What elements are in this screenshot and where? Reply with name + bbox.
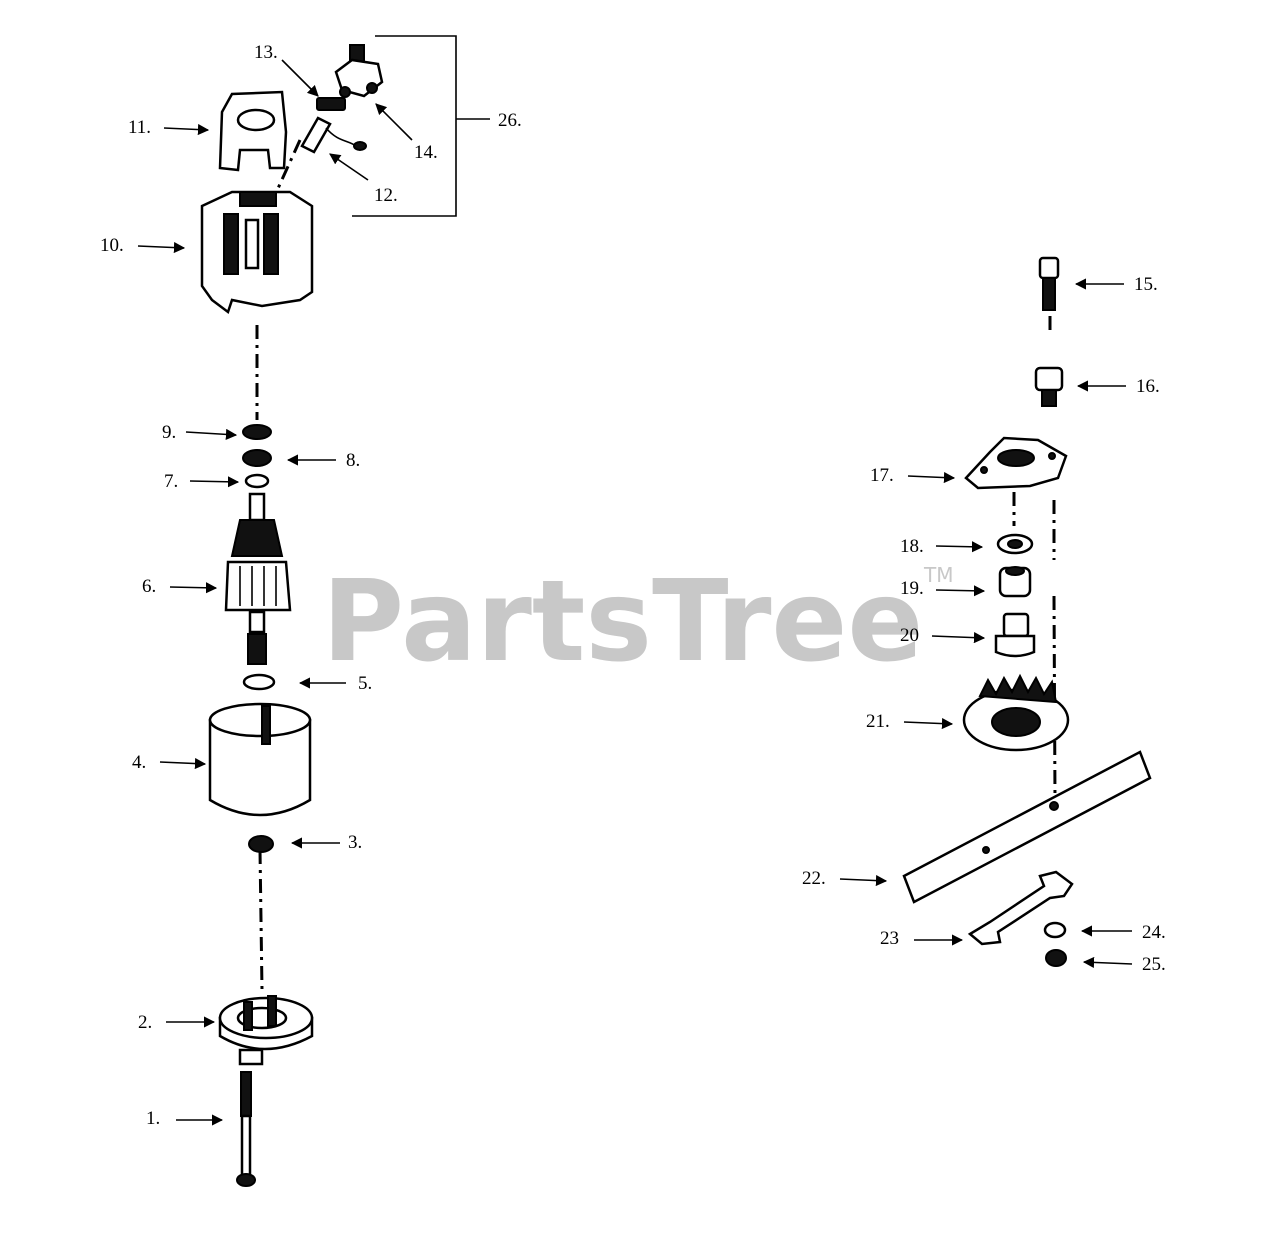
callout-13: 13. <box>254 42 278 63</box>
part-16-adapter <box>1034 366 1064 407</box>
bracket-26 <box>352 35 490 217</box>
part-19-spacer <box>998 566 1032 598</box>
watermark-text: PartsTree <box>322 557 923 687</box>
part-8-washer <box>242 449 272 467</box>
callout-3: 3. <box>348 832 362 853</box>
callout-19: 19. <box>900 578 924 599</box>
part-21-blade-adapter <box>962 673 1070 752</box>
part-5-washer <box>242 673 276 691</box>
part-23-stiffener <box>967 870 1074 946</box>
part-1-through-bolt <box>236 1071 256 1187</box>
callout-23: 23 <box>880 928 899 949</box>
callout-16: 16. <box>1136 376 1160 397</box>
callout-9: 9. <box>162 422 176 443</box>
part-13-clip <box>316 97 346 111</box>
callout-26: 26. <box>498 110 522 131</box>
part-17-mounting-flange <box>964 436 1068 526</box>
brush-axis <box>273 139 302 196</box>
callout-2: 2. <box>138 1012 152 1033</box>
callout-20: 20 <box>900 625 919 646</box>
part-20-hub <box>994 612 1036 658</box>
part-2-end-housing <box>218 995 314 1066</box>
callout-24: 24. <box>1142 922 1166 943</box>
callout-1: 1. <box>146 1108 160 1129</box>
callout-21: 21. <box>866 711 890 732</box>
callout-25: 25. <box>1142 954 1166 975</box>
motor-axis <box>258 849 264 991</box>
callout-7: 7. <box>164 471 178 492</box>
part-7-thrust-washer <box>244 473 270 489</box>
part-6-armature <box>224 492 292 665</box>
part-22-blade <box>902 750 1152 904</box>
callout-15: 15. <box>1134 274 1158 295</box>
callout-14: 14. <box>414 142 438 163</box>
callout-17: 17. <box>870 465 894 486</box>
callout-12: 12. <box>374 185 398 206</box>
part-3-washer <box>248 835 274 853</box>
callout-18: 18. <box>900 536 924 557</box>
part-11-end-cap <box>218 90 288 172</box>
callout-22: 22. <box>802 868 826 889</box>
part-9-washer <box>242 424 272 440</box>
callout-10: 10. <box>100 235 124 256</box>
part-25-nut <box>1045 949 1067 967</box>
part-10-brush-housing <box>200 190 314 315</box>
callout-4: 4. <box>132 752 146 773</box>
leader-arrows <box>137 59 1133 1126</box>
watermark-trademark: TM <box>923 563 953 587</box>
part-12-brush <box>300 116 367 154</box>
blade-axis <box>1052 595 1057 801</box>
part-14-brush-spring <box>334 44 384 98</box>
part-4-field-housing <box>208 702 312 817</box>
part-24-lock-washer <box>1043 921 1067 939</box>
part-15-bolt <box>1038 256 1060 311</box>
callout-5: 5. <box>358 673 372 694</box>
callout-8: 8. <box>346 450 360 471</box>
callout-11: 11. <box>128 117 151 138</box>
callout-6: 6. <box>142 576 156 597</box>
